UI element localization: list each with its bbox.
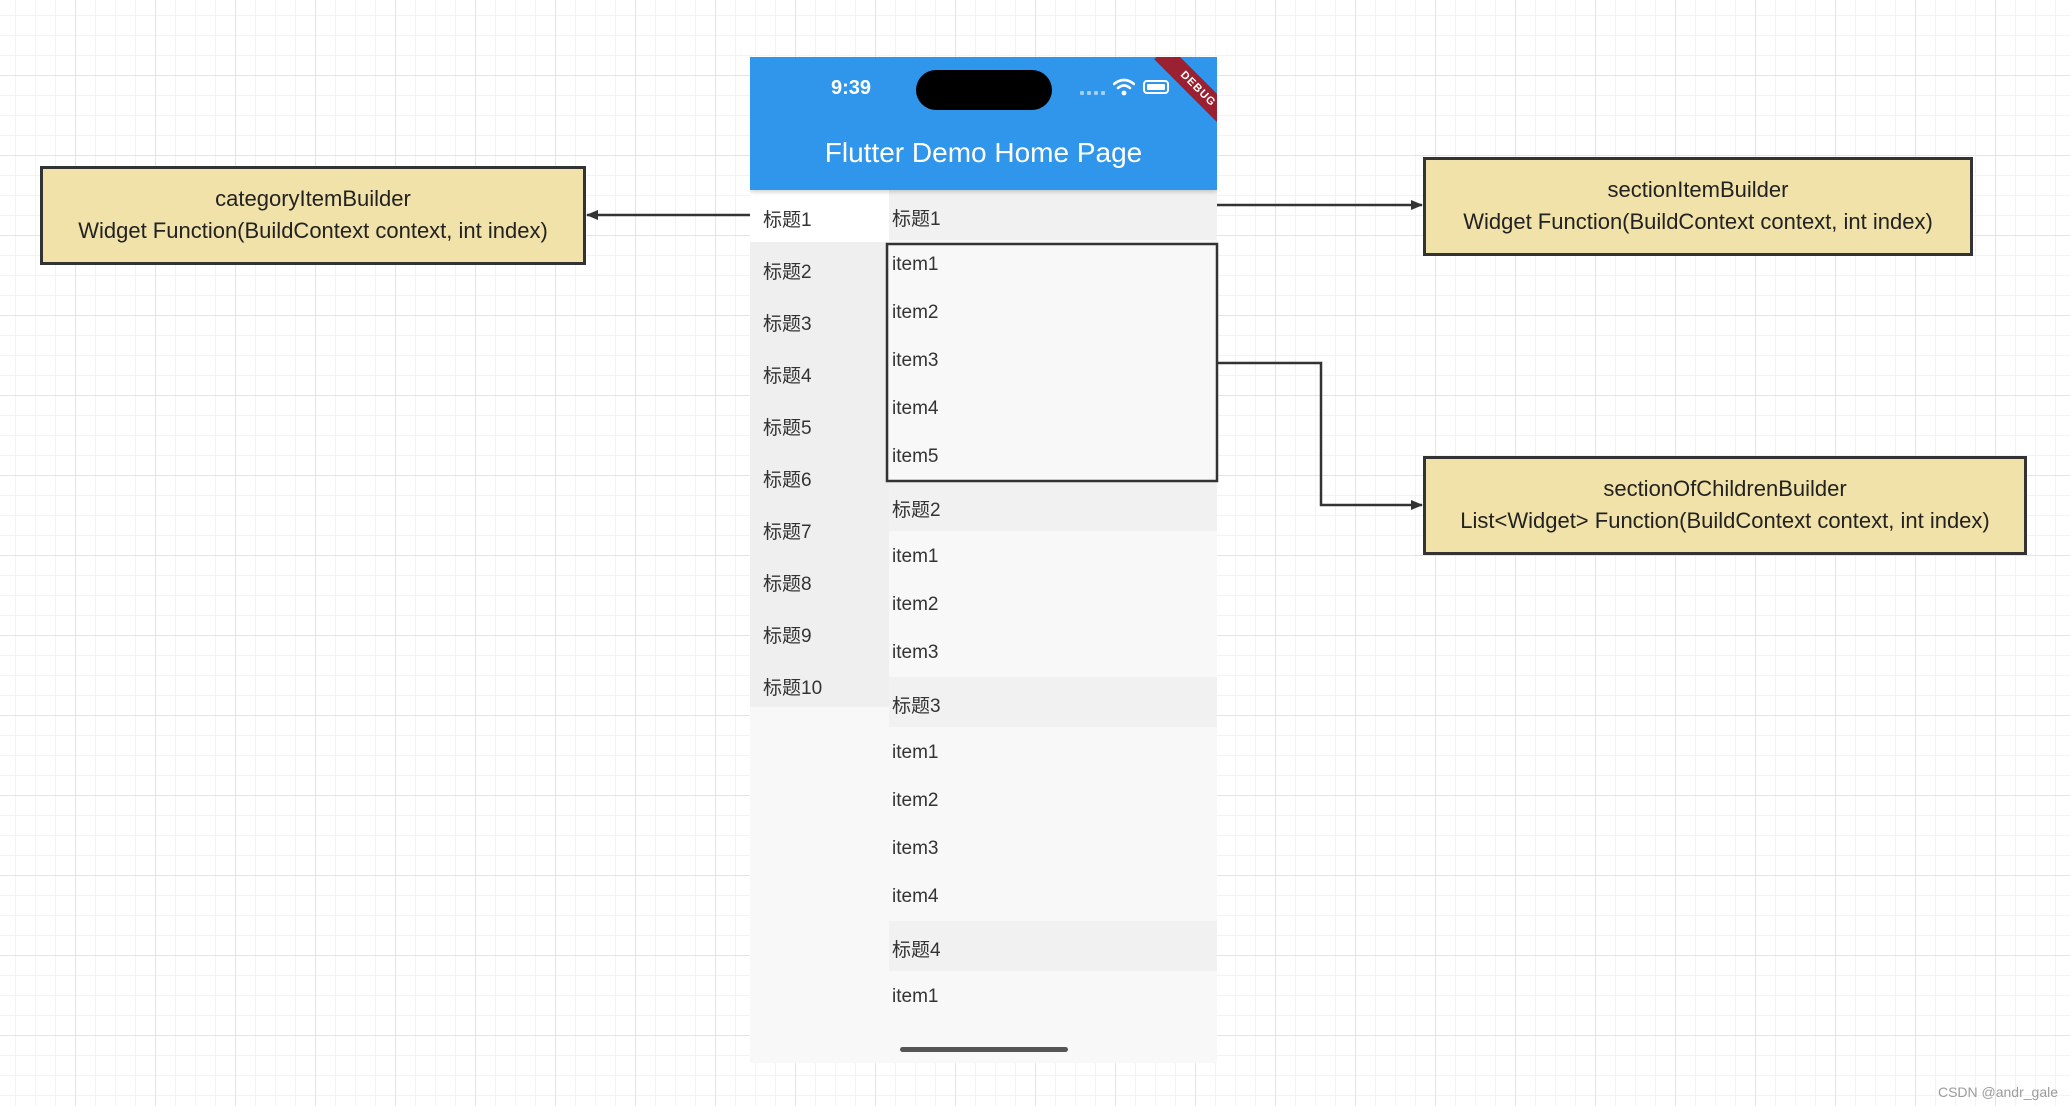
list-item[interactable]: item3 [889, 336, 1217, 384]
category-item[interactable]: 标题9 [750, 606, 889, 658]
list-item[interactable]: item1 [889, 972, 1217, 1020]
category-label: 标题7 [763, 522, 812, 543]
item-label: item4 [892, 398, 939, 419]
category-label: 标题5 [763, 418, 812, 439]
children-highlight-frame [885, 242, 1219, 483]
status-time: 9:39 [830, 77, 872, 99]
category-label: 标题10 [763, 678, 823, 699]
watermark: CSDN @andr_gale [1937, 1084, 2058, 1100]
list-item[interactable]: item3 [889, 628, 1217, 676]
item-label: item1 [892, 546, 939, 567]
list-item[interactable]: item1 [889, 532, 1217, 580]
item-label: item1 [892, 986, 939, 1007]
section-title: 标题3 [892, 696, 941, 717]
section-title: 标题4 [892, 940, 941, 961]
category-label: 标题9 [763, 626, 812, 647]
category-item[interactable]: 标题4 [750, 346, 889, 398]
box-signature: List<Widget> Function(BuildContext conte… [1460, 508, 1990, 533]
category-label: 标题4 [763, 366, 812, 387]
section-of-children-builder-box: sectionOfChildrenBuilder List<Widget> Fu… [1423, 456, 2027, 555]
section-item-builder-box: sectionItemBuilder Widget Function(Build… [1423, 157, 1973, 256]
section-list: 标题1 item1 item2 item3 item4 item5 标题2 it… [889, 190, 1217, 1063]
list-item[interactable]: item2 [889, 580, 1217, 628]
category-item[interactable]: 标题1 [750, 190, 889, 242]
list-item[interactable]: item1 [889, 240, 1217, 288]
category-item-builder-box: categoryItemBuilder Widget Function(Buil… [40, 166, 586, 265]
list-item[interactable]: item2 [889, 776, 1217, 824]
item-label: item2 [892, 594, 939, 615]
category-item[interactable]: 标题7 [750, 502, 889, 554]
list-item[interactable]: item4 [889, 384, 1217, 432]
box-title: sectionOfChildrenBuilder [1603, 476, 1847, 501]
app-title: Flutter Demo Home Page [824, 137, 1143, 168]
item-label: item3 [892, 838, 939, 859]
dynamic-island [916, 70, 1052, 110]
category-label: 标题8 [763, 574, 812, 595]
section-title: 标题2 [892, 500, 941, 521]
list-item[interactable]: item2 [889, 288, 1217, 336]
children-arrow [1217, 361, 1423, 510]
category-list: 标题1 标题2 标题3 标题4 标题5 标题6 标题7 标题8 标题9 标题10 [750, 190, 889, 707]
category-item[interactable]: 标题3 [750, 294, 889, 346]
category-item[interactable]: 标题2 [750, 242, 889, 294]
box-title: categoryItemBuilder [215, 186, 411, 211]
phone-screenshot: 9:39 Flutter Demo Home Page DEBUG 标题1 标题… [750, 57, 1217, 1063]
item-label: item3 [892, 350, 939, 371]
box-signature: Widget Function(BuildContext context, in… [78, 218, 548, 243]
home-indicator [900, 1047, 1068, 1052]
cellular-signal-icon [1080, 90, 1106, 95]
list-item[interactable]: item5 [889, 432, 1217, 480]
item-label: item1 [892, 742, 939, 763]
wifi-icon [1113, 78, 1135, 96]
item-label: item4 [892, 886, 939, 907]
item-label: item2 [892, 302, 939, 323]
category-label: 标题3 [763, 314, 812, 335]
category-label: 标题1 [763, 210, 812, 231]
section-title: 标题1 [892, 209, 941, 230]
category-label: 标题6 [763, 470, 812, 491]
category-item[interactable]: 标题10 [750, 658, 889, 710]
app-bar: 9:39 Flutter Demo Home Page [750, 57, 1217, 190]
category-item[interactable]: 标题6 [750, 450, 889, 502]
list-item[interactable]: item3 [889, 824, 1217, 872]
battery-icon [1143, 80, 1169, 94]
section-header: 标题3 [889, 677, 1217, 727]
section-header: 标题1 [889, 190, 1217, 240]
item-label: item1 [892, 254, 939, 275]
item-label: item2 [892, 790, 939, 811]
list-item[interactable]: item1 [889, 728, 1217, 776]
category-item[interactable]: 标题5 [750, 398, 889, 450]
box-signature: Widget Function(BuildContext context, in… [1463, 209, 1933, 234]
list-item[interactable]: item4 [889, 872, 1217, 920]
section-header: 标题4 [889, 921, 1217, 971]
category-item[interactable]: 标题8 [750, 554, 889, 606]
section-header: 标题2 [889, 481, 1217, 531]
category-label: 标题2 [763, 262, 812, 283]
box-title: sectionItemBuilder [1607, 177, 1789, 202]
item-label: item3 [892, 642, 939, 663]
item-label: item5 [892, 446, 939, 467]
